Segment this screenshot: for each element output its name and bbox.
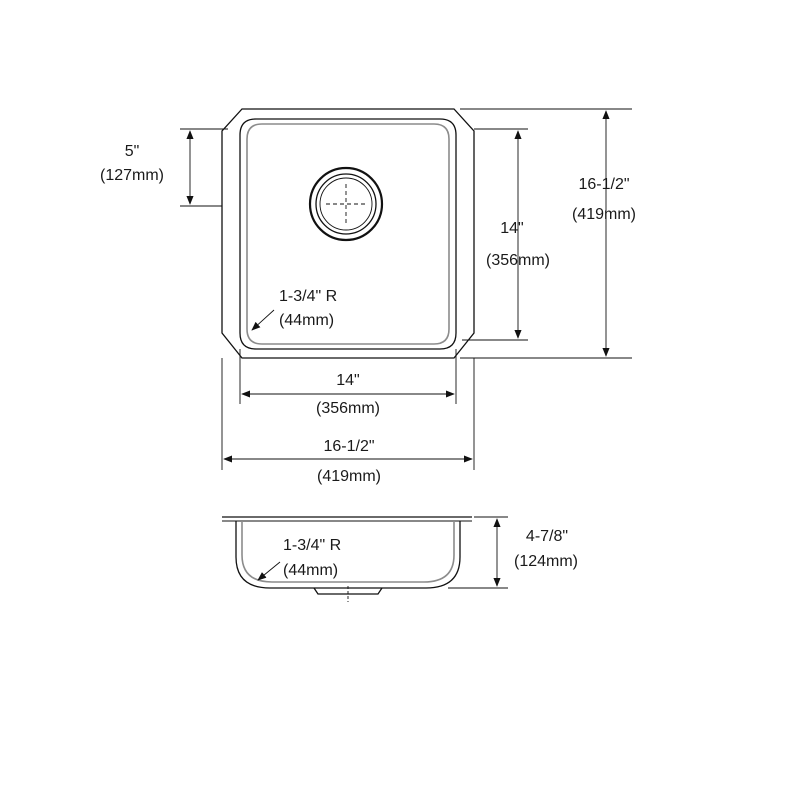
bowl-width-inch-label: 14"	[336, 372, 359, 389]
side-view: 1-3/4" R (44mm) 4-7/8" (124mm)	[222, 516, 578, 602]
bowl-inner-edge	[246, 123, 450, 345]
overall-height-dimension: 16-1/2" (419mm)	[460, 108, 636, 359]
side-corner-radius-callout: 1-3/4" R (44mm)	[257, 537, 341, 581]
corner-radius-inch-label: 1-3/4" R	[279, 288, 337, 305]
depth-dimension: 4-7/8" (124mm)	[448, 516, 578, 589]
corner-radius-mm-label: (44mm)	[279, 312, 334, 329]
bowl-profile	[235, 521, 461, 589]
overall-width-dimension: 16-1/2" (419mm)	[221, 358, 475, 485]
bowl-width-dimension: 14" (356mm)	[239, 349, 457, 417]
bowl-width-mm-label: (356mm)	[316, 400, 380, 417]
depth-inch-label: 4-7/8"	[526, 528, 568, 545]
side-offset-dimension: 5" (127mm)	[100, 128, 228, 207]
side-corner-radius-inch-label: 1-3/4" R	[283, 537, 341, 554]
drain-icon	[308, 166, 384, 242]
corner-radius-callout: 1-3/4" R (44mm)	[251, 288, 337, 331]
overall-height-inch-label: 16-1/2"	[578, 176, 629, 193]
top-view: 5" (127mm) 14" (356mm) 16-1/2" (419mm) 1…	[100, 108, 636, 485]
bowl-height-mm-label: (356mm)	[486, 252, 550, 269]
overall-height-mm-label: (419mm)	[572, 206, 636, 223]
depth-mm-label: (124mm)	[514, 553, 578, 570]
side-corner-radius-mm-label: (44mm)	[283, 562, 338, 579]
side-offset-mm-label: (127mm)	[100, 167, 164, 184]
sink-outer-rim	[221, 108, 475, 359]
bowl-outer-edge	[239, 118, 457, 350]
bowl-height-inch-label: 14"	[500, 220, 523, 237]
bowl-profile-inner	[241, 521, 455, 583]
side-offset-inch-label: 5"	[125, 143, 140, 160]
overall-width-inch-label: 16-1/2"	[323, 438, 374, 455]
overall-width-mm-label: (419mm)	[317, 468, 381, 485]
bowl-height-dimension: 14" (356mm)	[462, 128, 550, 341]
